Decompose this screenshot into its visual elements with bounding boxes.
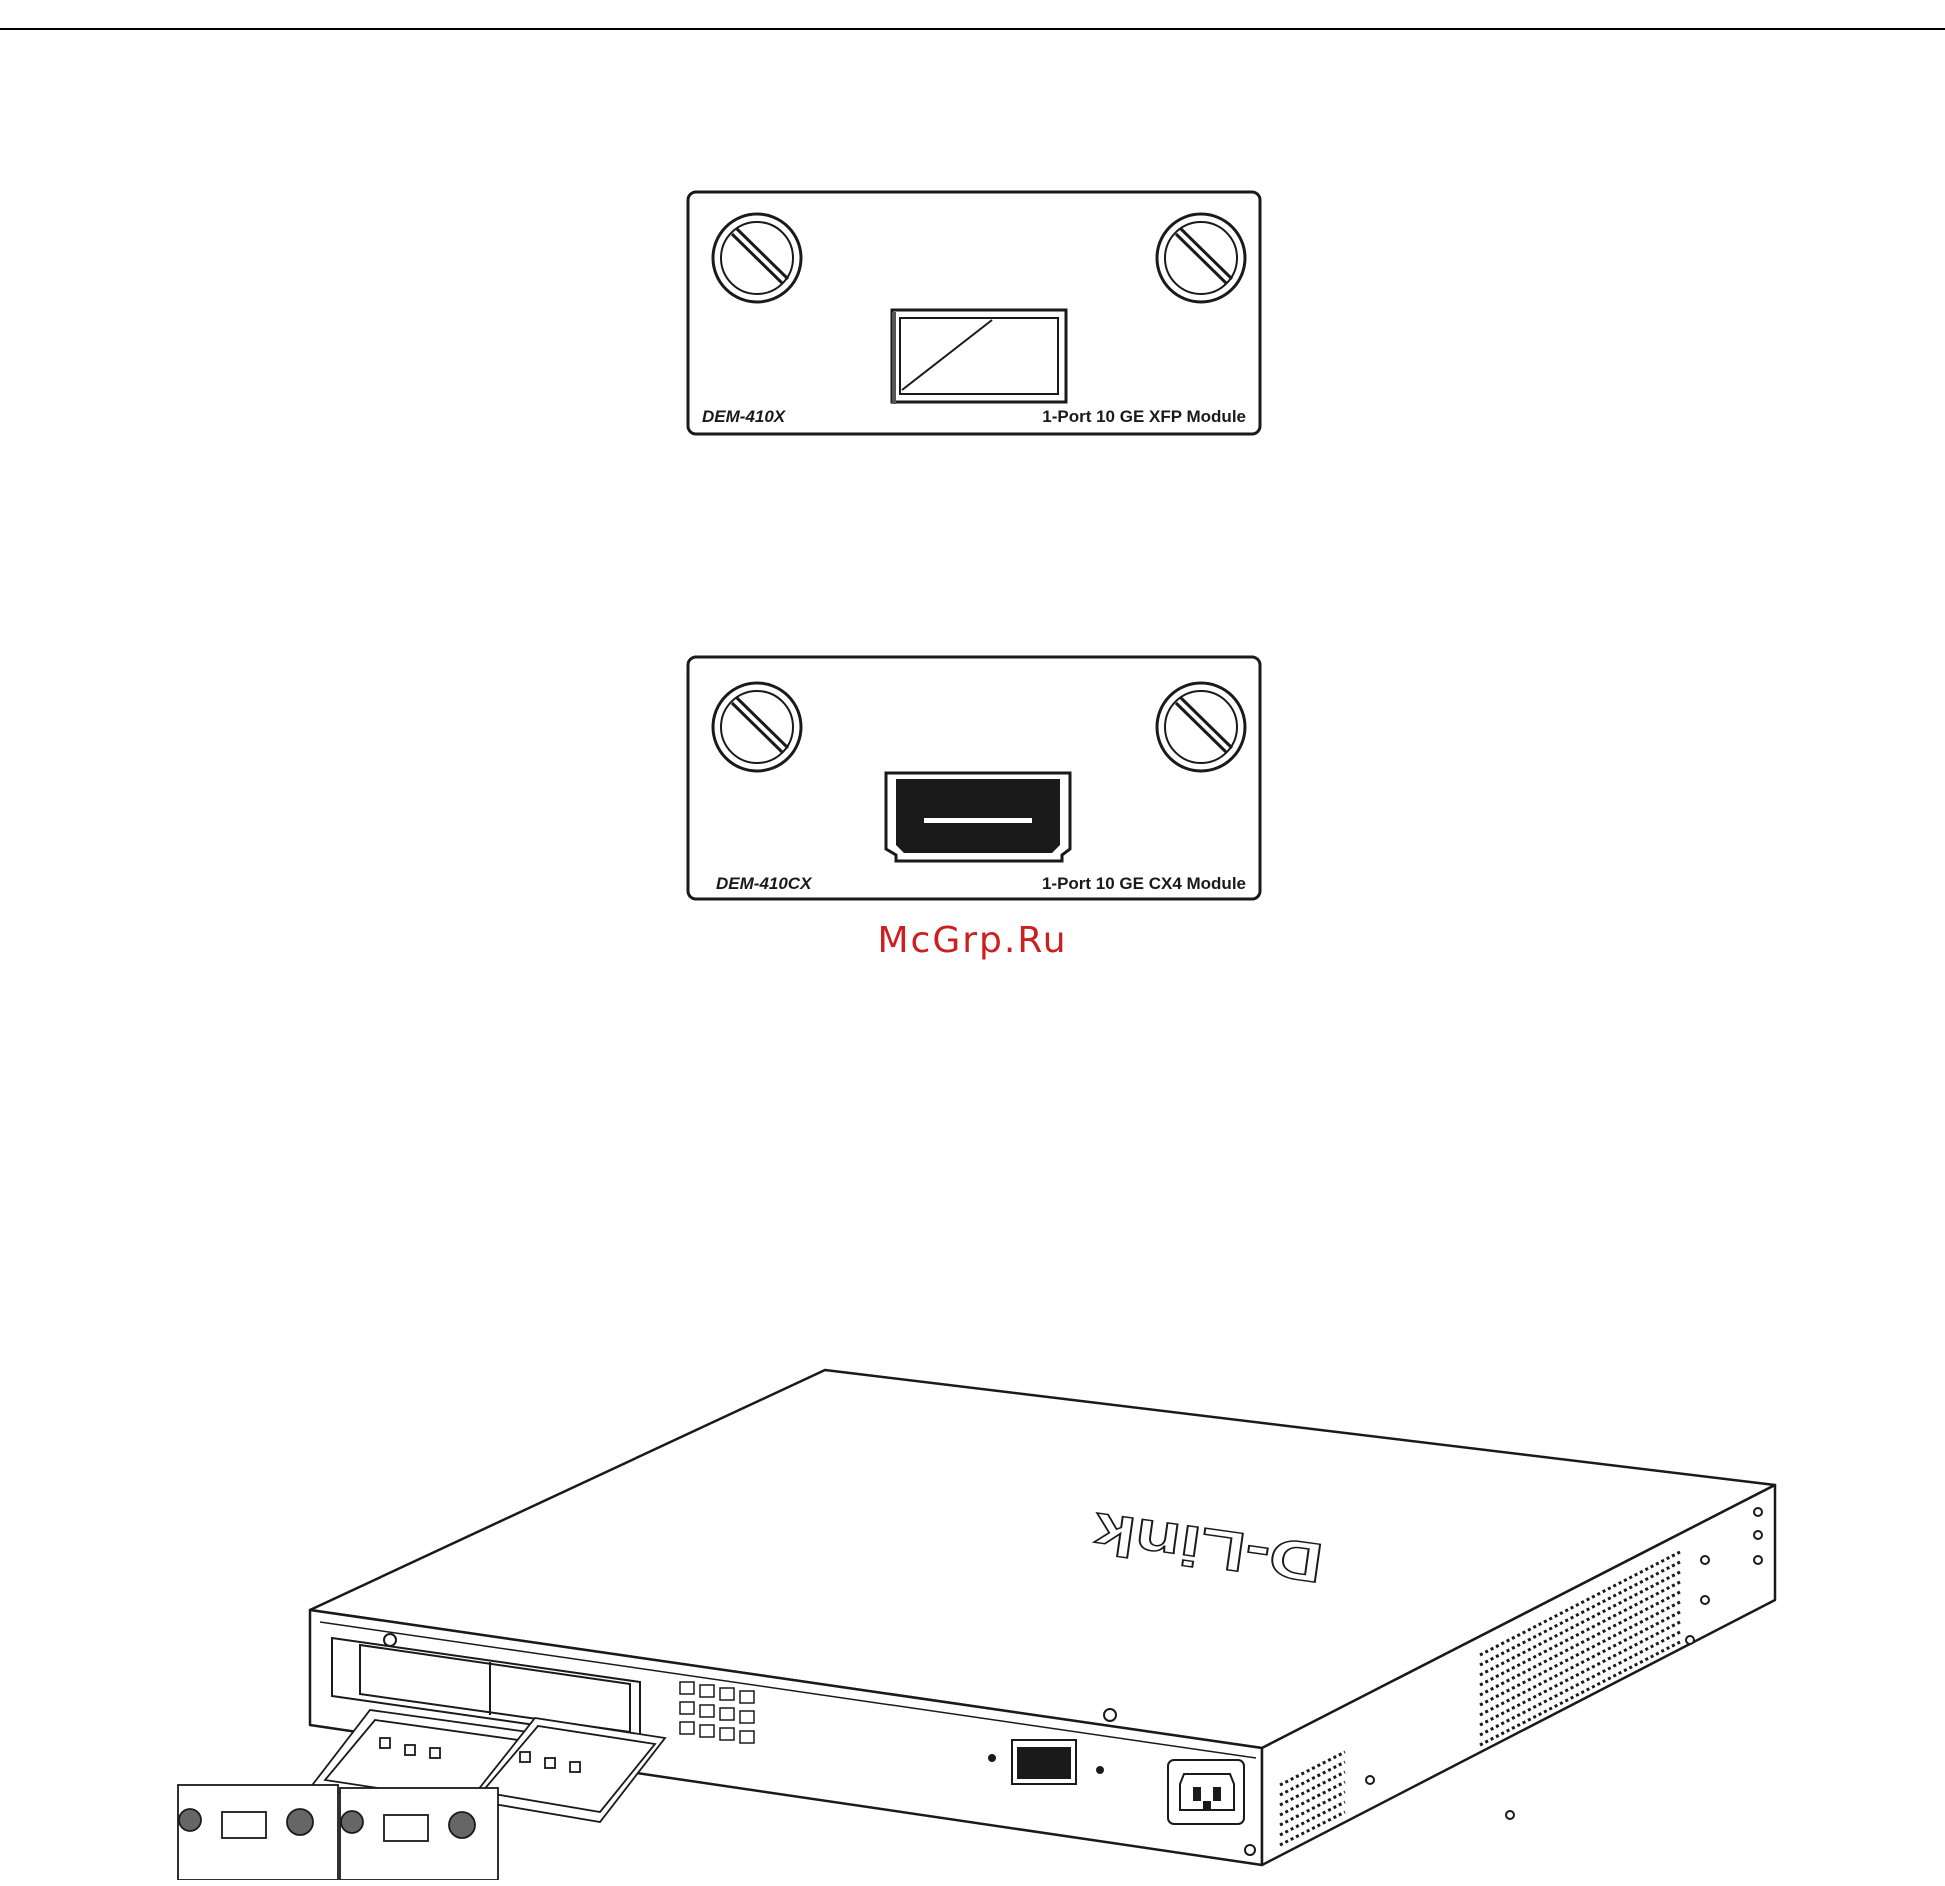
screw-right-icon: [1157, 683, 1245, 771]
screw-left-icon: [713, 214, 801, 302]
module-description-label: 1-Port 10 GE XFP Module: [1042, 407, 1246, 426]
switch-illustration: D-Link: [160, 1360, 1800, 1880]
screw-left-icon: [713, 683, 801, 771]
cx4-port-icon: [886, 773, 1070, 861]
module-model-label: DEM-410X: [702, 407, 787, 426]
top-rule: [0, 28, 1945, 30]
power-inlet-icon: [1168, 1760, 1244, 1824]
xfp-port-icon: [892, 310, 1066, 404]
module-model-label: DEM-410CX: [716, 874, 813, 893]
module-description-label: 1-Port 10 GE CX4 Module: [1042, 874, 1246, 893]
watermark-text: McGrp.Ru: [0, 920, 1945, 961]
xfp-module-panel: DEM-410X 1-Port 10 GE XFP Module: [686, 190, 1262, 436]
cx4-module-panel: DEM-410CX 1-Port 10 GE CX4 Module: [686, 655, 1262, 901]
screw-right-icon: [1157, 214, 1245, 302]
